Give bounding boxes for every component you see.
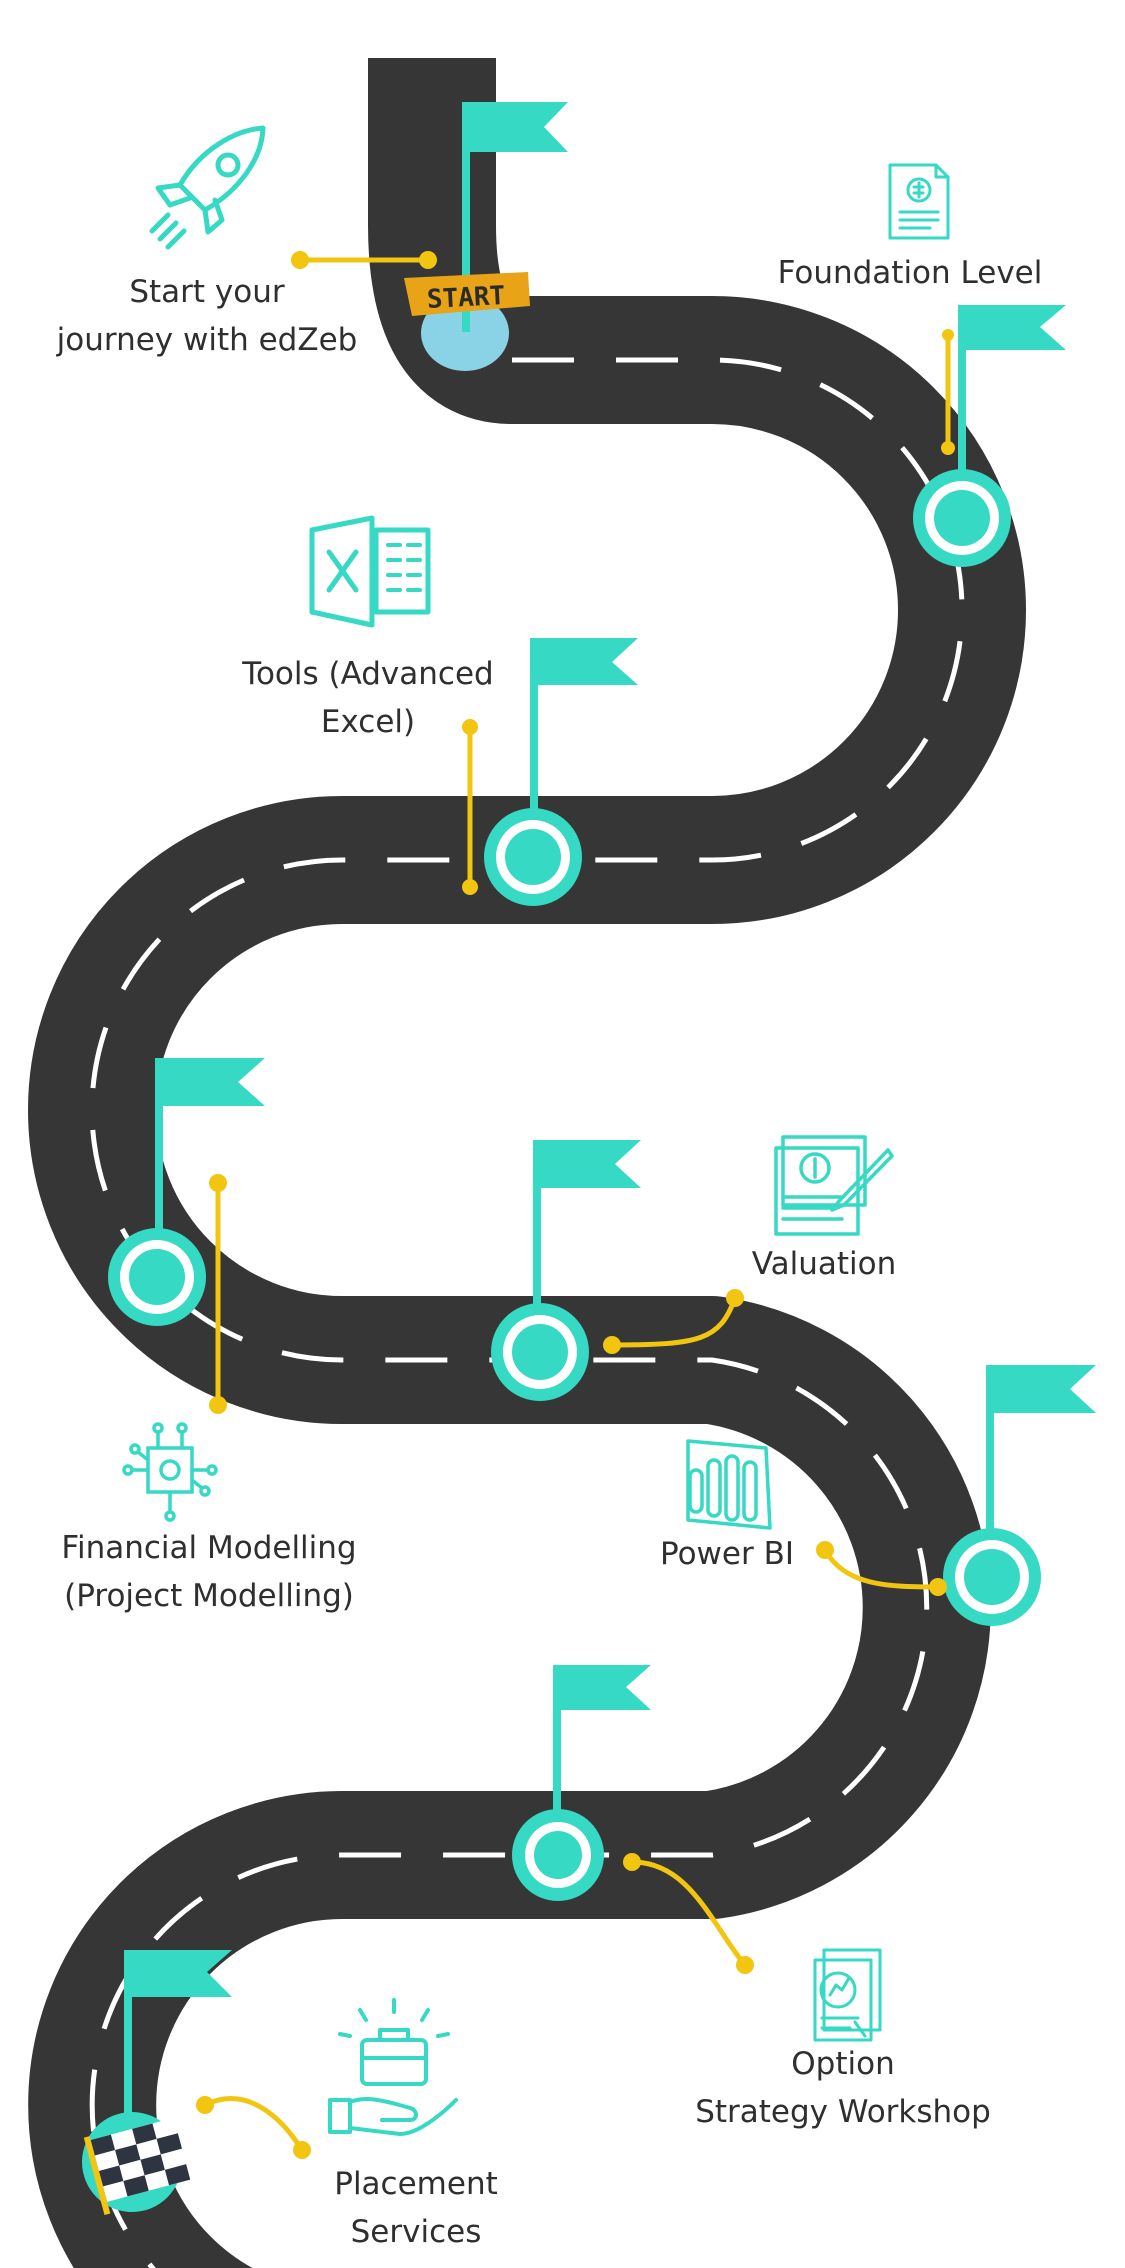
connector-dots <box>196 251 955 2159</box>
briefcase-hand-icon <box>328 1998 458 2136</box>
rocket-icon <box>149 125 266 250</box>
milestone-label-start: Start your journey with edZeb <box>56 274 358 358</box>
start-sign-bg <box>404 272 530 316</box>
milestone-marker-financial-modelling <box>108 1058 265 1326</box>
cheque-dollar-icon <box>774 1135 894 1236</box>
connectors <box>202 257 951 2153</box>
start-sign: START <box>426 281 506 315</box>
start-flag-pole <box>462 102 470 332</box>
milestone-label-financial-modelling: Financial Modelling (Project Modelling) <box>61 1530 357 1614</box>
connector-placement <box>202 2096 305 2153</box>
connector-valuation <box>609 1295 738 1348</box>
connector-option-strategy <box>629 1859 748 1968</box>
milestone-label-valuation: Valuation <box>751 1246 897 1282</box>
milestone-label-option-strategy: Option Strategy Workshop <box>695 2046 991 2130</box>
power-bi-icon <box>686 1439 772 1530</box>
circuit-gear-icon <box>122 1422 218 1522</box>
checkered-flag-icon <box>83 2117 191 2215</box>
milestone-marker-valuation <box>491 1140 641 1401</box>
milestone-label-placement: Placement Services <box>334 2166 498 2250</box>
strategy-report-icon <box>813 1948 882 2042</box>
finance-document-icon <box>888 163 950 240</box>
milestone-marker-option-strategy <box>512 1665 651 1901</box>
milestone-label-tools: Tools (Advanced Excel) <box>242 656 494 740</box>
connector-power-bi <box>822 1547 941 1590</box>
start-marker: START <box>404 102 568 371</box>
milestone-marker-tools <box>484 638 638 906</box>
start-base <box>421 295 509 371</box>
milestone-label-foundation: Foundation Level <box>777 255 1043 291</box>
start-flag <box>470 102 568 152</box>
milestone-marker-power-bi <box>943 1365 1096 1626</box>
milestone-marker-foundation <box>913 305 1066 567</box>
milestone-label-power-bi: Power BI <box>660 1536 794 1572</box>
excel-icon <box>309 515 431 628</box>
finish-marker <box>82 1950 232 2215</box>
